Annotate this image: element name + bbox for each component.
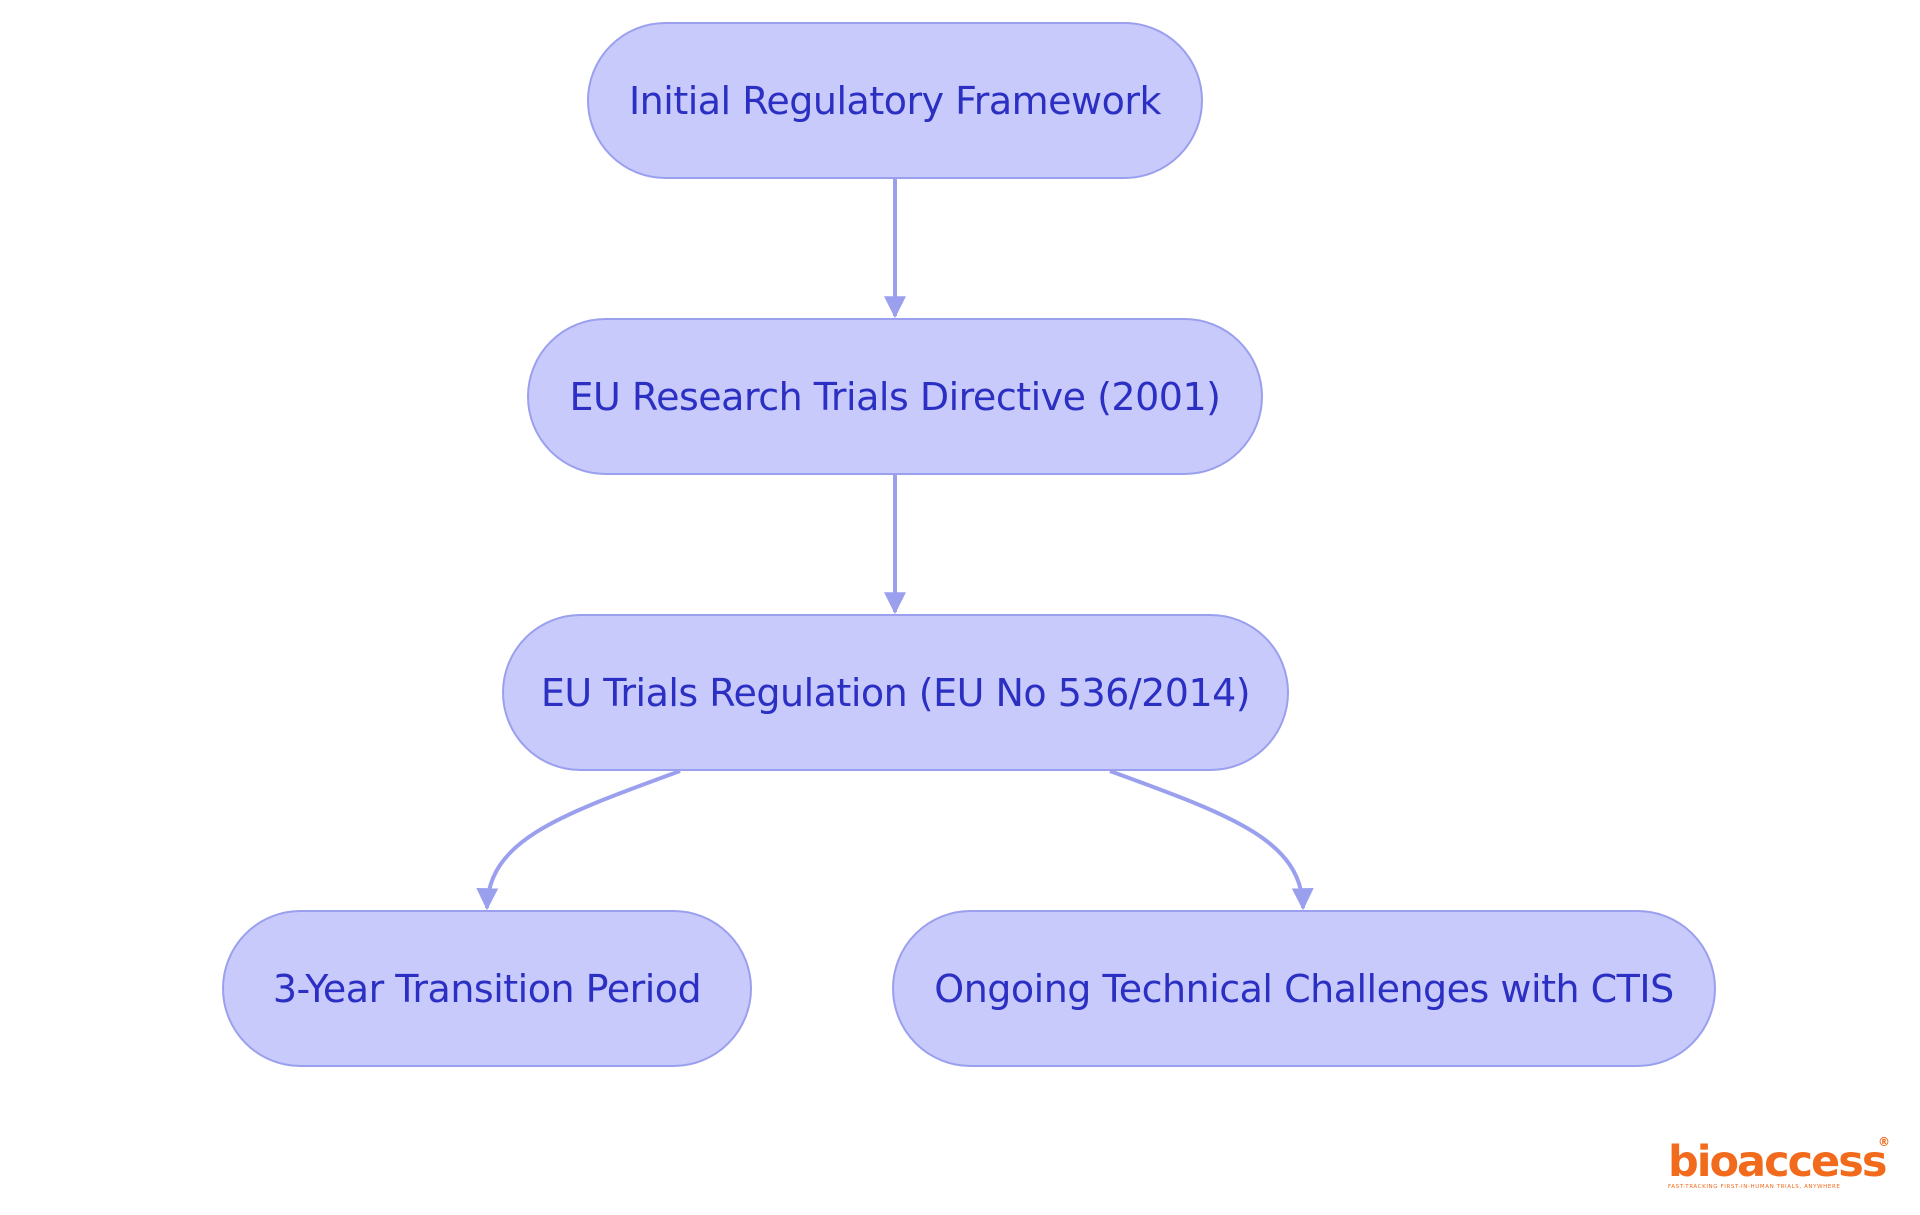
edge-n3-n5 (1109, 769, 1314, 911)
bioaccess-logo: bioaccess® FAST-TRACKING FIRST-IN-HUMAN … (1668, 1136, 1890, 1192)
node-initial-regulatory-framework: Initial Regulatory Framework (587, 22, 1203, 179)
registered-mark: ® (1878, 1135, 1890, 1149)
node-label: Ongoing Technical Challenges with CTIS (934, 966, 1674, 1011)
node-label: Initial Regulatory Framework (628, 78, 1162, 123)
logo-wordmark: bioaccess® (1668, 1136, 1890, 1187)
logo-tagline: FAST-TRACKING FIRST-IN-HUMAN TRIALS, ANY… (1668, 1184, 1841, 1190)
node-label: EU Research Trials Directive (2001) (569, 374, 1221, 419)
node-label: EU Trials Regulation (EU No 536/2014) (540, 670, 1251, 715)
node-ctis-challenges: Ongoing Technical Challenges with CTIS (892, 910, 1716, 1067)
node-eu-trials-regulation: EU Trials Regulation (EU No 536/2014) (502, 614, 1289, 771)
node-label: 3-Year Transition Period (272, 966, 702, 1011)
node-eu-research-trials-directive: EU Research Trials Directive (2001) (527, 318, 1263, 475)
logo-brand-text: bioaccess (1668, 1137, 1887, 1187)
edge-n3-n4 (476, 769, 681, 911)
node-transition-period: 3-Year Transition Period (222, 910, 752, 1067)
